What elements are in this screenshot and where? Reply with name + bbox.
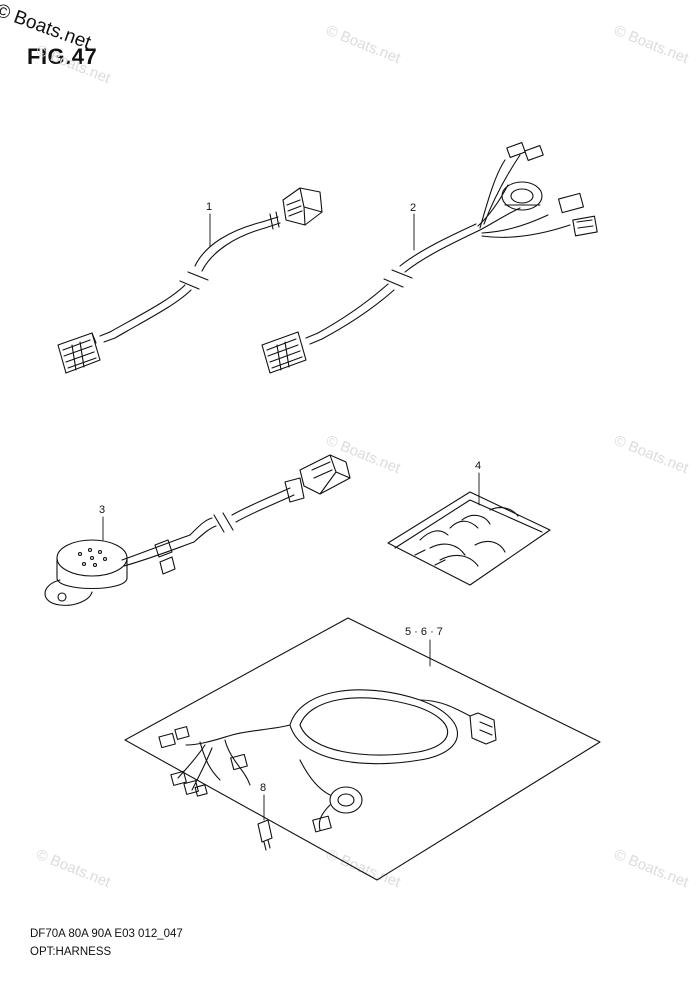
figure-title: FIG.47	[27, 44, 98, 69]
part-4-bag	[388, 492, 550, 585]
callout-3: 3	[99, 504, 106, 516]
callout-4: 4	[475, 460, 482, 472]
diagram-name: OPT:HARNESS	[30, 946, 112, 958]
callout-2: 2	[410, 202, 417, 214]
diagram-code: DF70A 80A 90A E03 012_047	[30, 928, 183, 940]
part-2-harness	[262, 143, 597, 373]
part-3-buzzer	[45, 455, 350, 605]
leader-lines	[103, 214, 479, 820]
callout-1: 1	[206, 201, 213, 213]
part-5-7-kit	[125, 618, 600, 880]
callout-8: 8	[260, 782, 267, 794]
part-1-harness	[58, 188, 322, 373]
callout-5-6-7: 5 · 6 · 7	[405, 626, 443, 638]
